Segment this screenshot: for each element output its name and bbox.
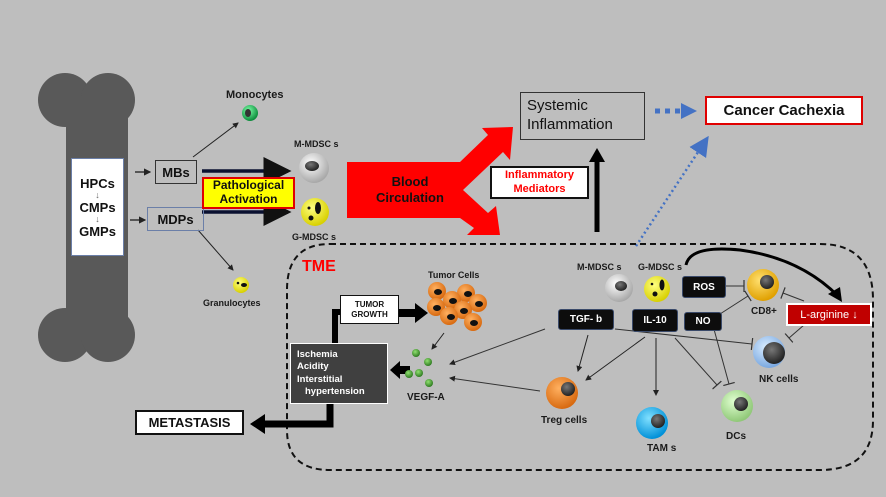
- metastasis-arrow-head: [250, 414, 265, 434]
- nk-cell-icon: [753, 336, 785, 368]
- tme-title: TME: [302, 258, 336, 275]
- m-mdsc-label: M-MDSC s: [294, 139, 339, 149]
- growth-label: GROWTH: [351, 309, 388, 319]
- arrow-il10-to-treg: [585, 336, 646, 381]
- pathological-activation-box: Pathological Activation: [202, 177, 295, 209]
- dc-cell-icon: [721, 390, 753, 422]
- g-mdsc-label: G-MDSC s: [292, 232, 337, 242]
- tme-g-mdsc-cell-icon: [644, 276, 670, 302]
- conditions-box: Ischemia Acidity Interstitial hypertensi…: [290, 343, 388, 404]
- monocytes-label: Monocytes: [226, 89, 284, 101]
- acidity-label: Acidity: [297, 361, 329, 373]
- mbs-box: MBs: [155, 160, 197, 184]
- down-arrow-icon: ↓: [95, 213, 100, 224]
- tumor-cells-cluster-icon: [427, 282, 487, 331]
- inflammatory-mediators-box: Inflammatory Mediators: [490, 166, 589, 199]
- cd8-cell-icon: [747, 269, 779, 301]
- tgf-b-box: TGF- b: [558, 309, 614, 330]
- inhibit-no-cd8: [719, 290, 752, 315]
- dotted-arrow-mdsc-to-cachexia: [634, 135, 709, 247]
- ischemia-label: Ischemia: [297, 348, 338, 360]
- mediators-label: Mediators: [513, 182, 566, 195]
- monocyte-cell-icon: [242, 105, 258, 121]
- blood-label: Blood: [391, 174, 429, 190]
- ros-box: ROS: [682, 276, 726, 298]
- arrow-tgf-to-vegf: [449, 328, 546, 366]
- dcs-label: DCs: [726, 431, 747, 442]
- il-10-box: IL-10: [632, 309, 678, 332]
- down-arrow-icon: ↓: [95, 189, 100, 200]
- arrow-to-monocytes: [192, 122, 239, 158]
- stage-hpcs: HPCs: [80, 175, 115, 191]
- granulocytes-label: Granulocytes: [203, 298, 261, 308]
- pathological-label: Pathological: [212, 178, 285, 193]
- stage-gmps: GMPs: [79, 223, 116, 239]
- activation-label: Activation: [219, 192, 278, 206]
- vegf-arrow-body: [400, 366, 410, 374]
- cd8-label: CD8+: [751, 306, 777, 317]
- blood-circulation-label: Blood Circulation: [370, 172, 450, 208]
- inhibit-larg-cd8: [780, 287, 805, 302]
- vegf-label: VEGF-A: [407, 392, 445, 403]
- stage-cmps: CMPs: [79, 199, 116, 215]
- arrow-treg-to-vegf: [449, 375, 541, 392]
- tme-m-mdsc-label: M-MDSC s: [577, 262, 622, 272]
- curved-arrow-head: [828, 287, 842, 302]
- tumor-growth-arrow-head: [415, 303, 428, 323]
- progenitor-stages-box: HPCs ↓ CMPs ↓ GMPs: [71, 158, 124, 256]
- no-box: NO: [684, 312, 722, 331]
- granulocyte-cell-icon: [233, 277, 249, 293]
- tme-g-mdsc-label: G-MDSC s: [638, 262, 683, 272]
- systemic-inflammation-box: Systemic Inflammation: [520, 92, 645, 140]
- arrow-tgf-to-treg: [576, 334, 589, 372]
- treg-cells-label: Treg cells: [541, 415, 588, 426]
- inflammatory-label: Inflammatory: [504, 169, 575, 182]
- m-mdsc-cell-icon: [299, 153, 329, 183]
- cancer-cachexia-box: Cancer Cachexia: [705, 96, 863, 125]
- tumor-label: TUMOR: [354, 299, 385, 309]
- treg-cell-icon: [546, 377, 578, 409]
- mdps-box: MDPs: [147, 207, 204, 231]
- circulation-label: Circulation: [376, 190, 444, 205]
- arrow-up-head: [589, 148, 605, 162]
- vegf-arrow-head: [390, 361, 400, 379]
- arrow-to-granulocytes: [197, 229, 234, 271]
- systemic-label: Systemic: [527, 97, 588, 115]
- vegf-molecules-icon: [405, 349, 433, 387]
- metastasis-box: METASTASIS: [135, 410, 244, 435]
- tam-cell-icon: [636, 407, 668, 439]
- inhibit-no-dcs: [711, 321, 735, 387]
- arrow-tumor-to-vegf: [431, 332, 445, 350]
- tme-region: [286, 243, 874, 471]
- inhibit-il10-dcs: [674, 337, 722, 390]
- dotted-arrow-head: [681, 103, 697, 119]
- tumor-growth-box: TUMOR GROWTH: [340, 295, 399, 324]
- inhibit-larg-nk: [784, 324, 805, 343]
- curved-arrow-to-l-arginine: [684, 247, 840, 298]
- inflammation-label: Inflammation: [527, 116, 613, 133]
- interstitial-label: Interstitial: [297, 373, 343, 385]
- g-mdsc-cell-icon: [301, 198, 329, 226]
- tumor-cells-label: Tumor Cells: [428, 270, 480, 280]
- tams-label: TAM s: [647, 443, 677, 454]
- nk-cells-label: NK cells: [759, 374, 799, 385]
- blood-circulation-arrow: [347, 127, 513, 235]
- hypertension-label: hypertension: [305, 385, 365, 397]
- tme-m-mdsc-cell-icon: [605, 274, 633, 302]
- l-arginine-box: L-arginine ↓: [786, 303, 872, 326]
- metastasis-path: [262, 400, 334, 428]
